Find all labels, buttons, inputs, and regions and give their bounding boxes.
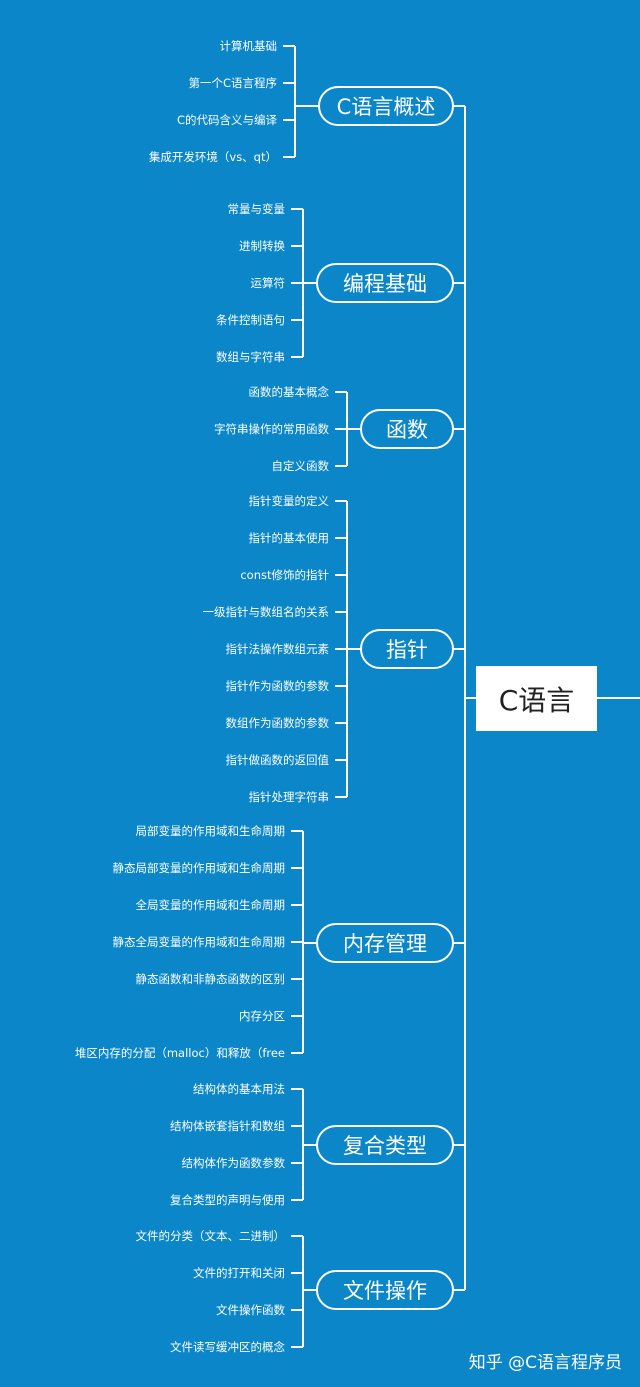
leaf-item: 常量与变量 bbox=[227, 202, 286, 216]
leaf-item: 文件的分类（文本、二进制） bbox=[135, 1229, 286, 1243]
root-node: C语言 bbox=[476, 666, 597, 731]
leaf-item: 文件的打开和关闭 bbox=[193, 1266, 285, 1280]
leaf-item: 结构体的基本用法 bbox=[193, 1082, 285, 1096]
branch-node: 内存管理 bbox=[316, 923, 454, 963]
leaf-item: 文件操作函数 bbox=[216, 1303, 285, 1317]
branch-node: 函数 bbox=[360, 409, 454, 449]
leaf-item: C的代码含义与编译 bbox=[176, 113, 277, 127]
leaf-item: 堆区内存的分配（malloc）和释放（free bbox=[74, 1046, 285, 1060]
leaf-item: 数组作为函数的参数 bbox=[225, 716, 330, 730]
leaf-item: 内存分区 bbox=[239, 1009, 285, 1023]
leaf-item: 局部变量的作用域和生命周期 bbox=[135, 824, 286, 838]
leaf-item: 指针作为函数的参数 bbox=[225, 679, 330, 693]
leaf-item: 一级指针与数组名的关系 bbox=[202, 605, 330, 619]
leaf-item: 全局变量的作用域和生命周期 bbox=[135, 898, 286, 912]
leaf-item: 函数的基本概念 bbox=[248, 385, 330, 399]
branch-node: 文件操作 bbox=[316, 1270, 454, 1310]
leaf-item: 静态局部变量的作用域和生命周期 bbox=[112, 861, 286, 875]
leaf-item: 指针变量的定义 bbox=[248, 494, 330, 508]
leaf-item: 指针的基本使用 bbox=[248, 531, 330, 545]
leaf-item: 计算机基础 bbox=[219, 39, 278, 53]
branch-node: C语言概述 bbox=[318, 86, 454, 126]
leaf-item: 结构体嵌套指针和数组 bbox=[170, 1119, 285, 1133]
leaf-item: 文件读写缓冲区的概念 bbox=[170, 1340, 285, 1354]
branch-node: 指针 bbox=[360, 629, 454, 669]
leaf-item: const修饰的指针 bbox=[240, 568, 329, 582]
branch-node: 复合类型 bbox=[316, 1125, 454, 1165]
leaf-item: 指针法操作数组元素 bbox=[225, 642, 330, 656]
leaf-item: 结构体作为函数参数 bbox=[181, 1156, 286, 1170]
branch-node: 编程基础 bbox=[316, 263, 454, 303]
leaf-item: 数组与字符串 bbox=[216, 350, 285, 364]
leaf-item: 条件控制语句 bbox=[216, 313, 285, 327]
leaf-item: 静态函数和非静态函数的区别 bbox=[135, 972, 286, 986]
leaf-item: 集成开发环境（vs、qt） bbox=[148, 150, 277, 164]
leaf-item: 指针处理字符串 bbox=[248, 790, 330, 804]
leaf-item: 自定义函数 bbox=[271, 459, 330, 473]
leaf-item: 运算符 bbox=[250, 276, 286, 290]
leaf-item: 复合类型的声明与使用 bbox=[170, 1193, 285, 1207]
leaf-item: 进制转换 bbox=[239, 239, 285, 253]
leaf-item: 指针做函数的返回值 bbox=[225, 753, 330, 767]
watermark: 知乎 @C语言程序员 bbox=[468, 1353, 622, 1373]
leaf-item: 静态全局变量的作用域和生命周期 bbox=[112, 935, 286, 949]
leaf-item: 第一个C语言程序 bbox=[188, 76, 277, 90]
leaf-item: 字符串操作的常用函数 bbox=[214, 422, 329, 436]
